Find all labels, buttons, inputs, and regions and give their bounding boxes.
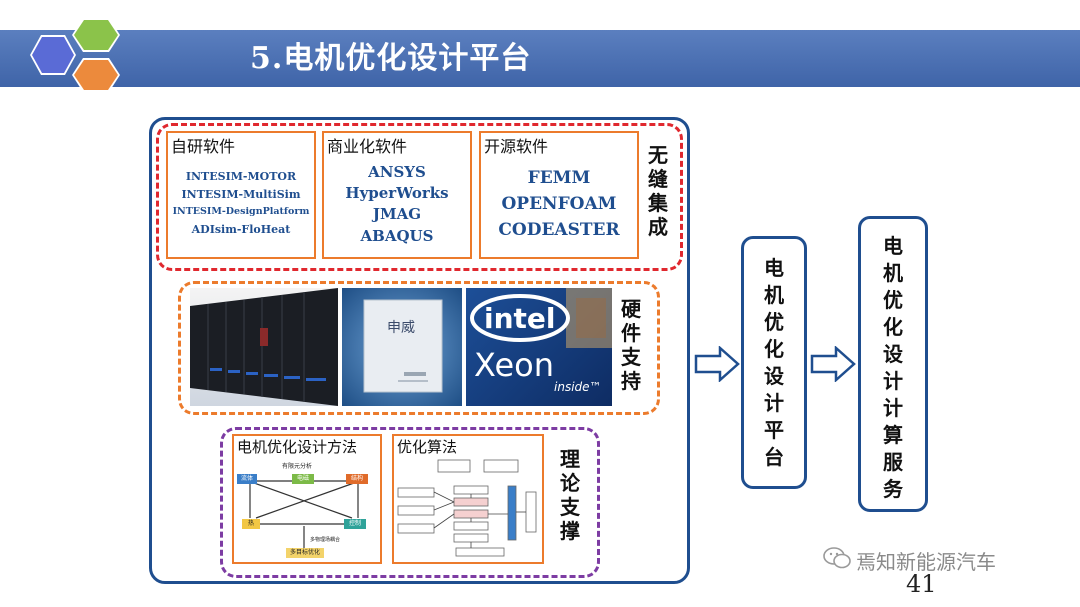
watermark: 焉知新能源汽车 bbox=[856, 550, 996, 574]
intel-wordmark: intel bbox=[484, 302, 556, 335]
software-item: ANSYS bbox=[368, 163, 426, 181]
service-label: 电机优化设计计算服务 bbox=[883, 234, 903, 501]
arrow-right-icon bbox=[810, 346, 856, 382]
open-source-software-panel: 开源软件 FEMM OPENFOAM CODEASTER bbox=[479, 131, 639, 259]
software-item: INTESIM-MultiSim bbox=[181, 188, 301, 201]
page-number: 41 bbox=[906, 570, 937, 598]
optimization-algorithm-panel: 优化算法 bbox=[392, 434, 544, 564]
platform-box: 电机优化设计平台 bbox=[741, 236, 807, 489]
panel-title: 自研软件 bbox=[171, 137, 236, 156]
feedback-label: 多物理场耦合 bbox=[310, 537, 341, 543]
sunway-chip-image bbox=[342, 288, 462, 406]
software-item: HyperWorks bbox=[345, 184, 449, 202]
theory-group bbox=[220, 427, 600, 578]
fluid-node: 流体 bbox=[237, 474, 257, 484]
software-item: ABAQUS bbox=[360, 227, 434, 245]
fea-label: 有限元分析 bbox=[282, 463, 313, 470]
structure-node: 结构 bbox=[346, 474, 368, 484]
commercial-software-panel: 商业化软件 ANSYS HyperWorks JMAG ABAQUS bbox=[322, 131, 472, 259]
control-node: 控制 bbox=[344, 519, 366, 529]
service-box: 电机优化设计计算服务 bbox=[858, 216, 928, 512]
software-item: JMAG bbox=[372, 205, 422, 223]
panel-title: 开源软件 bbox=[484, 137, 549, 156]
software-item: INTESIM-MOTOR bbox=[185, 170, 297, 183]
theory-support-label: 理论支撑 bbox=[560, 447, 580, 543]
panel-title: 优化算法 bbox=[397, 438, 458, 456]
supercomputer-image bbox=[190, 288, 338, 406]
hexagon-logo bbox=[30, 18, 120, 92]
thermal-node: 热 bbox=[242, 519, 260, 529]
software-group bbox=[156, 123, 683, 271]
software-item: INTESIM-DesignPlatform bbox=[172, 206, 310, 217]
arrow-right-icon bbox=[694, 346, 740, 382]
panel-title: 商业化软件 bbox=[327, 137, 408, 156]
panel-title: 电机优化设计方法 bbox=[237, 438, 358, 456]
xeon-wordmark: Xeon bbox=[474, 346, 555, 384]
page-title: 5.电机优化设计平台 bbox=[250, 41, 532, 76]
title-bar bbox=[0, 30, 1080, 87]
algorithm-flowchart bbox=[397, 459, 537, 557]
em-node: 电磁 bbox=[292, 474, 314, 484]
hardware-group bbox=[178, 281, 660, 415]
software-item: CODEASTER bbox=[498, 220, 620, 240]
coupling-lines bbox=[248, 480, 362, 548]
optimization-node: 多目标优化 bbox=[286, 548, 324, 558]
seamless-integration-label: 无缝集成 bbox=[648, 143, 668, 239]
platform-components-frame bbox=[149, 117, 690, 584]
sunway-chip-label: 申威 bbox=[387, 320, 415, 336]
software-item: ADIsim-FloHeat bbox=[191, 223, 291, 236]
inside-wordmark: inside™ bbox=[554, 380, 602, 394]
software-item: FEMM bbox=[527, 168, 591, 188]
wechat-icon bbox=[823, 547, 851, 569]
design-method-panel: 电机优化设计方法 有限元分析 流体 电磁 结构 热 控制 多物理场耦合 多目标优… bbox=[232, 434, 382, 564]
software-item: OPENFOAM bbox=[501, 194, 617, 214]
in-house-software-panel: 自研软件 INTESIM-MOTOR INTESIM-MultiSim INTE… bbox=[166, 131, 316, 259]
platform-label: 电机优化设计平台 bbox=[764, 256, 784, 469]
intel-xeon-logo: intel Xeon inside™ bbox=[466, 288, 612, 406]
hardware-support-label: 硬件支持 bbox=[621, 297, 641, 393]
intel-swoosh-icon bbox=[470, 288, 612, 348]
